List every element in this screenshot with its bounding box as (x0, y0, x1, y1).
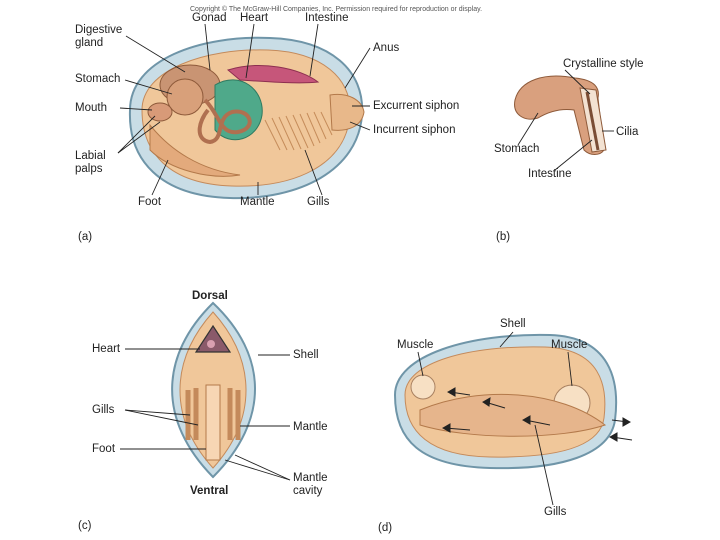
label-digestive-gland: Digestive gland (75, 24, 123, 49)
label-muscle-left: Muscle (397, 339, 434, 351)
label-gills-c: Gills (92, 404, 115, 416)
label-heart: Heart (240, 12, 269, 24)
label-incurrent-siphon: Incurrent siphon (373, 124, 456, 136)
label-gonad: Gonad (192, 12, 227, 24)
gonad (226, 65, 320, 84)
gills-d (419, 393, 607, 437)
label-stomach: Stomach (75, 73, 121, 85)
panel-letter-d: (d) (378, 522, 393, 534)
label-shell-c: Shell (293, 349, 319, 361)
stomach (166, 78, 204, 116)
panel-a-clam (117, 23, 371, 200)
label-mantle-c: Mantle (293, 421, 328, 433)
intestine-coil (197, 98, 252, 145)
panel-letter-c: (c) (78, 520, 92, 532)
gills-striations (264, 111, 333, 151)
label-anus: Anus (373, 42, 400, 54)
label-mantle-cavity: Mantle cavity (293, 472, 328, 497)
panel-b-leaders (517, 69, 614, 171)
label-intestine: Intestine (305, 12, 349, 24)
heart-c (194, 324, 232, 353)
label-ventral: Ventral (190, 485, 229, 497)
label-shell-d: Shell (500, 318, 526, 330)
panel-c-cross-section (120, 301, 291, 481)
label-mouth: Mouth (75, 102, 107, 114)
label-heart-c: Heart (92, 343, 121, 355)
panel-b-stomach-style (514, 69, 614, 171)
label-labial-palps: Labial palps (75, 150, 106, 175)
label-gills: Gills (307, 196, 330, 208)
muscle-left (410, 374, 436, 400)
label-dorsal: Dorsal (192, 290, 228, 302)
panel-d-leaders (417, 331, 573, 506)
label-mantle: Mantle (240, 196, 275, 208)
panel-letter-a: (a) (78, 231, 93, 243)
panel-d-water-flow (393, 331, 633, 506)
crystalline-style-rod (585, 91, 600, 151)
flow-arrows (441, 387, 633, 442)
label-intestine-b: Intestine (528, 168, 572, 180)
panel-a-leaders (117, 23, 371, 196)
gills-c (185, 388, 241, 440)
label-excurrent-siphon: Excurrent siphon (373, 100, 460, 112)
panel-letter-b: (b) (496, 231, 511, 243)
labial-palps (147, 102, 173, 122)
label-foot-c: Foot (92, 443, 116, 455)
label-gills-d: Gills (544, 506, 567, 518)
label-cilia: Cilia (616, 126, 639, 138)
label-muscle-right: Muscle (551, 339, 588, 351)
panel-c-leaders (120, 348, 291, 481)
label-crystalline-style: Crystalline style (563, 58, 644, 70)
foot-c (205, 384, 221, 461)
label-stomach-b: Stomach (494, 143, 540, 155)
siphons (329, 93, 365, 131)
copyright-notice: Copyright © The McGraw-Hill Companies, I… (190, 6, 483, 13)
label-foot: Foot (138, 196, 162, 208)
